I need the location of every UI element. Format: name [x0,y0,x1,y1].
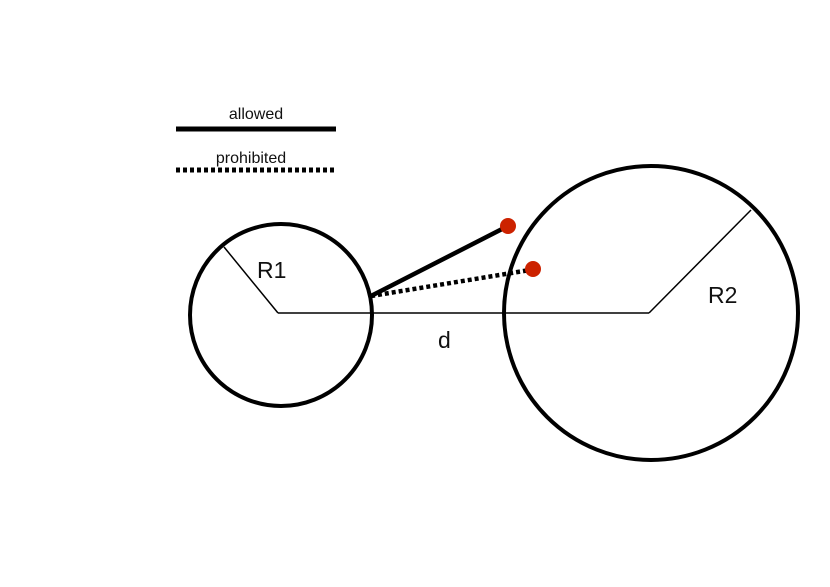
radius-r2-label: R2 [708,282,737,308]
prohibited-target-point [525,261,541,277]
distance-label: d [438,327,451,353]
legend: allowed prohibited [176,106,336,173]
allowed-target-point [500,218,516,234]
legend-prohibited-label: prohibited [216,150,286,167]
circle-r1 [188,222,374,408]
prohibited-path-line [370,267,531,299]
radius-r1-label: R1 [257,257,286,283]
radius-r1-line [223,246,279,314]
radius-r2-line [648,209,752,314]
legend-allowed-label: allowed [229,106,283,123]
allowed-path-line [368,224,509,299]
